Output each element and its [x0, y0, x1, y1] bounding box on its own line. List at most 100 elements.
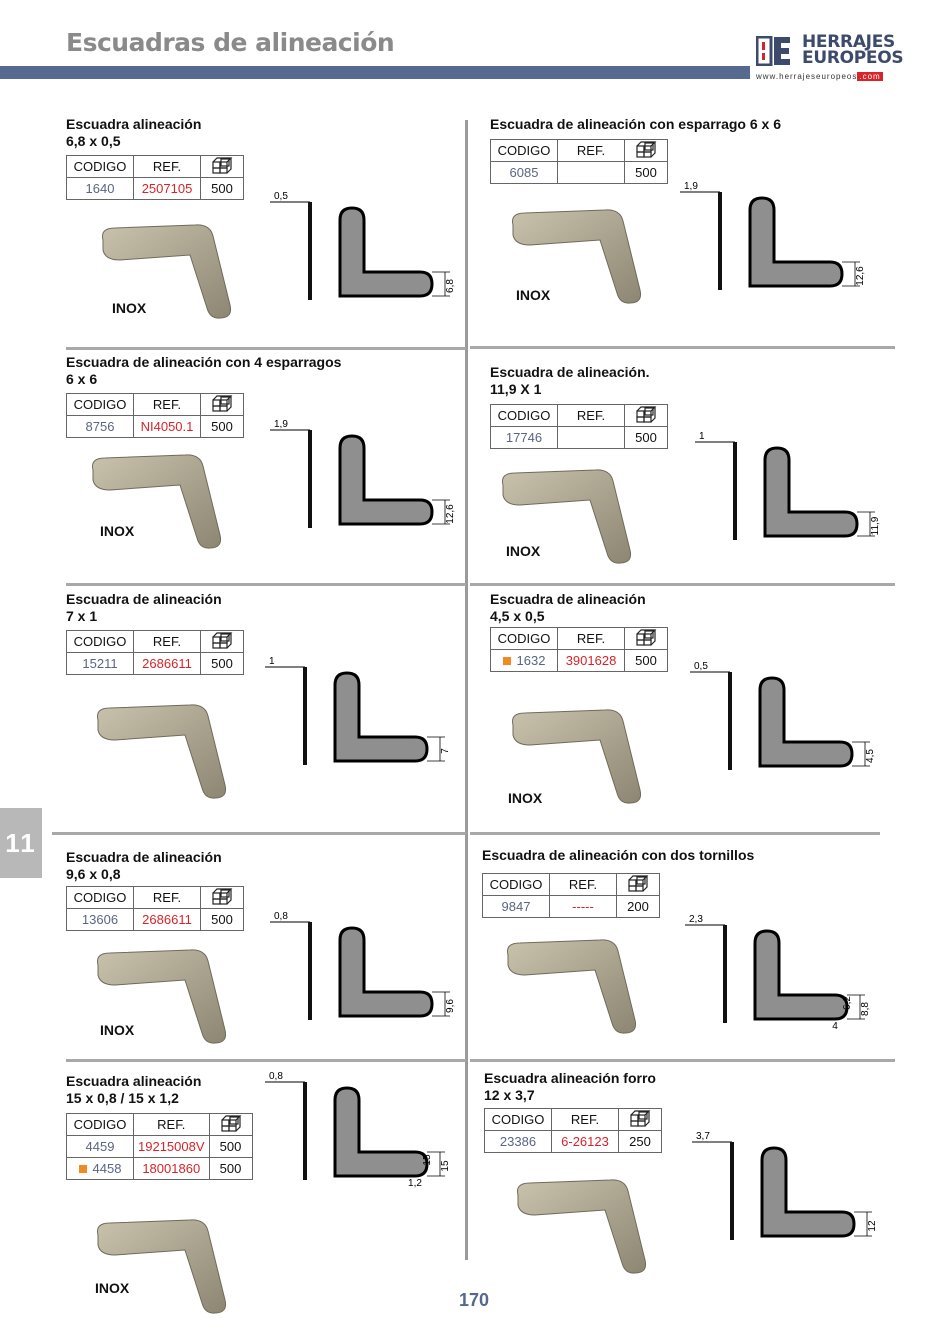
box-quantity-icon: [630, 1110, 651, 1127]
dimension-label: 2,3: [689, 914, 703, 925]
box-quantity-icon: [628, 875, 649, 892]
technical-drawing: 0,89,6: [270, 911, 456, 1020]
product-photo: [512, 209, 641, 304]
material-label: INOX: [100, 523, 135, 539]
product-title-line: 11,9 X 1: [490, 381, 542, 397]
code-value: 1632: [516, 653, 546, 668]
ref-cell: [557, 161, 625, 184]
header-codigo: CODIGO: [490, 404, 558, 427]
dimension-label: 12,6: [855, 266, 866, 286]
dimension-label: 9,6: [445, 999, 456, 1013]
qty-cell: 500: [624, 649, 668, 672]
dimension-label: 4,5: [865, 749, 876, 763]
dimension-label: 15: [440, 1160, 451, 1172]
code-value: 23386: [499, 1134, 537, 1149]
header-ref: REF.: [557, 139, 625, 162]
header-qty: [208, 1113, 253, 1136]
page-title: Escuadras de alineación: [66, 28, 395, 57]
header-ref: REF.: [557, 404, 625, 427]
ref-cell: 18001860: [133, 1157, 210, 1180]
header-qty: [200, 155, 244, 178]
dimension-label: 0,5: [694, 661, 708, 672]
dimension-label: 0,5: [274, 191, 288, 202]
material-label: INOX: [112, 300, 147, 316]
chapter-tab: 11: [0, 808, 42, 878]
section-divider: [470, 583, 895, 586]
material-label: INOX: [100, 1022, 135, 1038]
dimension-label: 11,9: [870, 516, 881, 535]
logo-line1: HERRAJES: [802, 32, 895, 52]
product-title-line: Escuadra de alineación: [490, 591, 646, 607]
box-quantity-icon: [636, 406, 657, 423]
product-photo: [97, 704, 226, 799]
new-item-marker-icon: [78, 1165, 87, 1173]
product-title-line: Escuadra de alineación: [66, 849, 222, 865]
dimension-label: 7: [440, 748, 451, 754]
dimension-label: 1,9: [274, 419, 288, 430]
logo-line2: EUROPEOS: [802, 48, 904, 68]
product-title-line: 6 x 6: [66, 371, 98, 387]
section-divider: [470, 346, 895, 349]
section-divider: [66, 583, 466, 586]
material-label: INOX: [516, 287, 551, 303]
code-cell: 6085: [490, 161, 558, 184]
technical-drawing: 0,5 4,5: [690, 661, 876, 770]
dimension-label: 3,7: [696, 1131, 710, 1142]
code-cell: 17746: [490, 426, 558, 449]
ref-cell: 19215008V: [133, 1135, 210, 1158]
header-qty: [624, 139, 668, 162]
header-ref: REF.: [133, 630, 201, 653]
technical-drawing: 2,38,846,2: [685, 914, 871, 1032]
header-qty: [200, 886, 244, 909]
code-cell: 9847: [482, 895, 550, 918]
technical-drawing: 1,912,6: [680, 181, 866, 290]
product-section: Escuadra de alineación con esparrago 6 x…: [490, 116, 781, 133]
product-title-line: Escuadra de alineación.: [490, 364, 650, 380]
dimension-label: 8,8: [860, 1002, 871, 1016]
product-section: Escuadra de alineación.11,9 X 1: [490, 364, 650, 398]
header-codigo: CODIGO: [66, 1113, 134, 1136]
dimension-label: 6,8: [445, 279, 456, 293]
product-title-line: Escuadra de alineación: [66, 591, 222, 607]
dimension-label: 1: [269, 656, 275, 667]
code-cell: 13606: [66, 908, 134, 931]
code-cell: 15211: [66, 652, 134, 675]
code-value: 1640: [85, 181, 115, 196]
header-band: [0, 66, 750, 79]
ref-cell: 2686611: [133, 908, 201, 931]
product-photo: [507, 939, 636, 1034]
header-qty: [200, 630, 244, 653]
dimension-label: 4: [832, 1021, 838, 1032]
box-quantity-icon: [636, 141, 657, 158]
header-codigo: CODIGO: [66, 630, 134, 653]
product-title-line: 7 x 1: [66, 608, 98, 624]
header-codigo: CODIGO: [490, 627, 558, 650]
product-title: Escuadra de alineación con dos tornillos: [482, 847, 754, 864]
product-title-line: Escuadra alineación: [66, 1073, 202, 1089]
code-cell: 23386: [484, 1130, 552, 1153]
product-photo: [92, 454, 221, 549]
